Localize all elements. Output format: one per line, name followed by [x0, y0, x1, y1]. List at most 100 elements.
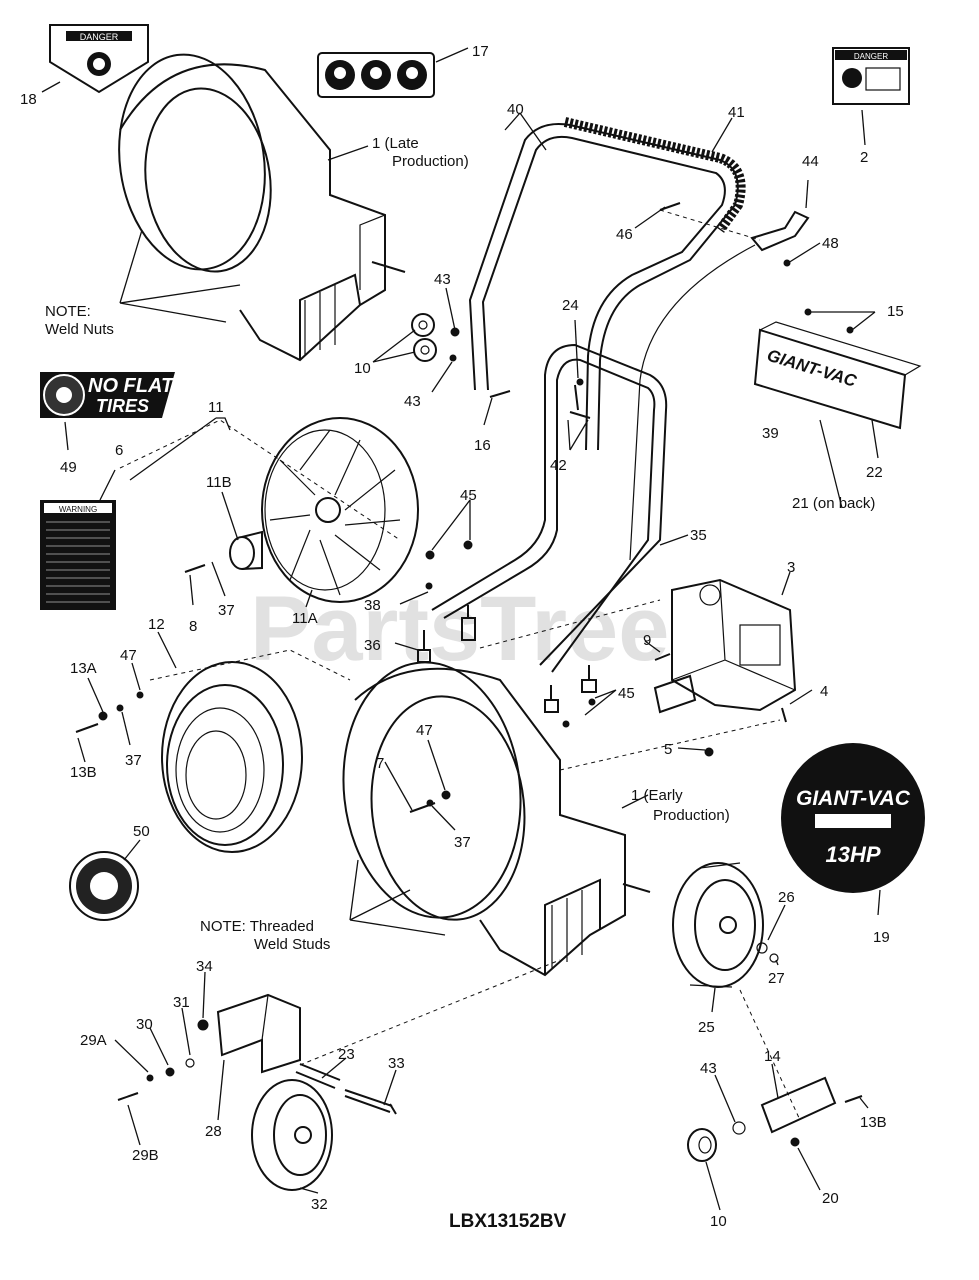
label-48: 48: [822, 235, 839, 252]
label-37b: 37: [125, 752, 142, 769]
label-7: 7: [376, 755, 384, 772]
wheel-bracket: [216, 993, 301, 1074]
blower-housing-early: [342, 661, 626, 977]
wheel-right: [672, 862, 764, 988]
label-32: 32: [311, 1196, 328, 1213]
label-36: 36: [364, 637, 381, 654]
plate-text: GIANT-VAC: [765, 346, 859, 391]
label-1-early-2: Production): [653, 807, 730, 824]
label-39: 39: [762, 425, 779, 442]
label-38: 38: [364, 597, 381, 614]
label-8: 8: [189, 618, 197, 635]
badge-hp-text: 13HP: [825, 842, 880, 867]
label-14: 14: [764, 1048, 781, 1065]
label-43c: 43: [700, 1060, 717, 1077]
label-23: 23: [338, 1046, 355, 1063]
engine: [653, 578, 797, 714]
label-47b: 47: [416, 722, 433, 739]
label-27: 27: [768, 970, 785, 987]
small-bracket: [760, 1076, 837, 1134]
leader-lines: [41, 47, 881, 1211]
model-number: LBX13152BV: [449, 1211, 567, 1232]
label-22: 22: [866, 464, 883, 481]
safety-icons-decal: [317, 52, 435, 98]
no-flat-text-1: NO FLAT: [88, 375, 175, 397]
danger-decal-right-text: DANGER: [854, 52, 888, 61]
throttle-control: [629, 210, 810, 561]
label-30: 30: [136, 1016, 153, 1033]
badge-brand-text: GIANT-VAC: [796, 787, 911, 810]
label-3: 3: [787, 559, 795, 576]
impeller: [261, 417, 419, 603]
label-18: 18: [20, 91, 37, 108]
no-flat-tires-decal: NO FLAT TIRES: [40, 372, 175, 418]
assembly-lines: [119, 209, 801, 1121]
label-29a: 29A: [80, 1032, 107, 1049]
label-45b: 45: [618, 685, 635, 702]
label-50: 50: [133, 823, 150, 840]
fasteners: [75, 202, 863, 1147]
label-37c: 37: [454, 834, 471, 851]
frame: [431, 343, 668, 673]
label-49: 49: [60, 459, 77, 476]
knob-lower: [687, 1128, 717, 1162]
warning-decal: WARNING: [40, 500, 116, 610]
warning-decal-text: WARNING: [59, 505, 97, 514]
label-17: 17: [472, 43, 489, 60]
knobs-upper: [411, 313, 437, 362]
wheel-left: [251, 1079, 333, 1191]
label-20: 20: [822, 1190, 839, 1207]
label-40: 40: [507, 101, 524, 118]
impeller-hub: [229, 530, 263, 570]
label-10a: 10: [354, 360, 371, 377]
label-5: 5: [664, 741, 672, 758]
danger-decal-shield: DANGER: [49, 24, 149, 94]
note-studs-line1: NOTE: Threaded: [200, 918, 314, 935]
label-1-late-2: Production): [392, 153, 469, 170]
danger-decal-text: DANGER: [80, 32, 119, 42]
blower-housing-late: [118, 53, 386, 362]
label-44: 44: [802, 153, 819, 170]
label-1-early: 1 (Early: [631, 787, 683, 804]
label-24: 24: [562, 297, 579, 314]
label-28: 28: [205, 1123, 222, 1140]
label-9: 9: [643, 632, 651, 649]
label-42: 42: [550, 457, 567, 474]
label-21: 21 (on back): [792, 495, 875, 512]
label-19: 19: [873, 929, 890, 946]
label-15: 15: [887, 303, 904, 320]
label-13b-right: 13B: [860, 1114, 887, 1131]
note-weld-nuts-line2: Weld Nuts: [45, 321, 114, 338]
inlet-cover: [161, 661, 303, 853]
round-decal: [69, 851, 139, 921]
label-29b: 29B: [132, 1147, 159, 1164]
label-41: 41: [728, 104, 745, 121]
label-25: 25: [698, 1019, 715, 1036]
danger-decal-right: DANGER: [832, 47, 910, 105]
label-11a: 11A: [292, 610, 318, 627]
no-flat-text-2: TIRES: [96, 396, 149, 416]
label-12: 12: [148, 616, 165, 633]
label-11: 11: [208, 399, 224, 416]
label-13a: 13A: [70, 660, 97, 677]
label-1-late: 1 (Late: [372, 135, 419, 152]
note-weld-nuts-line1: NOTE:: [45, 303, 91, 320]
label-16: 16: [474, 437, 491, 454]
axle-parts: [295, 1063, 397, 1115]
handle: [468, 117, 746, 451]
label-47a: 47: [120, 647, 137, 664]
watermark: PartsTree: [250, 578, 669, 680]
label-43a: 43: [434, 271, 451, 288]
label-33: 33: [388, 1055, 405, 1072]
label-6: 6: [115, 442, 123, 459]
label-34: 34: [196, 958, 213, 975]
giant-vac-plate: GIANT-VAC: [753, 321, 922, 430]
label-31: 31: [173, 994, 190, 1011]
label-35: 35: [690, 527, 707, 544]
label-37a: 37: [218, 602, 235, 619]
label-11b: 11B: [206, 474, 232, 491]
label-10b: 10: [710, 1213, 727, 1230]
giant-vac-badge: GIANT-VAC 13HP: [781, 743, 925, 893]
note-studs-line2: Weld Studs: [254, 936, 330, 953]
